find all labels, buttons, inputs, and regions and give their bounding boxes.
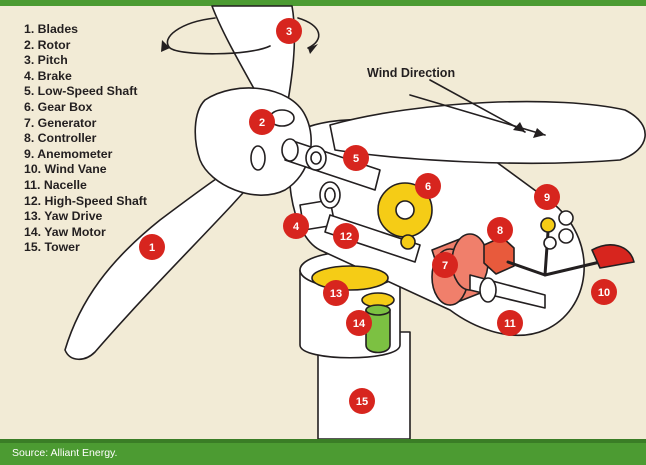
callout-14: 14 [346, 310, 372, 336]
legend-item: 5. Low-Speed Shaft [24, 84, 147, 100]
legend-item: 1. Blades [24, 22, 147, 38]
wind-vane [592, 245, 634, 268]
yaw-drive [312, 266, 388, 290]
callout-12: 12 [333, 223, 359, 249]
callout-6: 6 [415, 173, 441, 199]
anemometer [541, 218, 555, 232]
legend-item: 12. High-Speed Shaft [24, 194, 147, 210]
svg-text:11: 11 [504, 318, 516, 330]
svg-text:14: 14 [353, 318, 366, 330]
svg-text:6: 6 [425, 181, 431, 193]
legend-item: 9. Anemometer [24, 147, 147, 163]
callout-4: 4 [283, 213, 309, 239]
svg-text:3: 3 [286, 26, 292, 38]
legend-item: 14. Yaw Motor [24, 225, 147, 241]
component-legend: 1. Blades 2. Rotor 3. Pitch 4. Brake 5. … [24, 22, 147, 256]
legend-item: 7. Generator [24, 116, 147, 132]
callout-2: 2 [249, 109, 275, 135]
svg-text:15: 15 [356, 396, 368, 408]
legend-item: 10. Wind Vane [24, 162, 147, 178]
svg-text:12: 12 [340, 231, 352, 243]
svg-text:13: 13 [330, 288, 342, 300]
legend-item: 2. Rotor [24, 38, 147, 54]
callout-9: 9 [534, 184, 560, 210]
callout-10: 10 [591, 279, 617, 305]
callout-13: 13 [323, 280, 349, 306]
callout-8: 8 [487, 217, 513, 243]
legend-item: 8. Controller [24, 131, 147, 147]
callout-15: 15 [349, 388, 375, 414]
callout-11: 11 [497, 310, 523, 336]
legend-item: 11. Nacelle [24, 178, 147, 194]
legend-item: 6. Gear Box [24, 100, 147, 116]
svg-text:2: 2 [259, 117, 265, 129]
svg-text:5: 5 [353, 153, 359, 165]
svg-text:10: 10 [598, 287, 610, 299]
svg-text:9: 9 [544, 192, 550, 204]
source-credit: Source: Alliant Energy. [12, 447, 117, 459]
callout-5: 5 [343, 145, 369, 171]
legend-item: 13. Yaw Drive [24, 209, 147, 225]
callout-3: 3 [276, 18, 302, 44]
svg-text:8: 8 [497, 225, 503, 237]
legend-item: 4. Brake [24, 69, 147, 85]
svg-text:1: 1 [149, 242, 155, 254]
svg-text:4: 4 [293, 221, 300, 233]
wind-direction-label: Wind Direction [367, 66, 455, 80]
legend-item: 15. Tower [24, 240, 147, 256]
source-footer: Source: Alliant Energy. [0, 439, 646, 465]
svg-text:7: 7 [442, 260, 448, 272]
legend-item: 3. Pitch [24, 53, 147, 69]
callout-7: 7 [432, 252, 458, 278]
